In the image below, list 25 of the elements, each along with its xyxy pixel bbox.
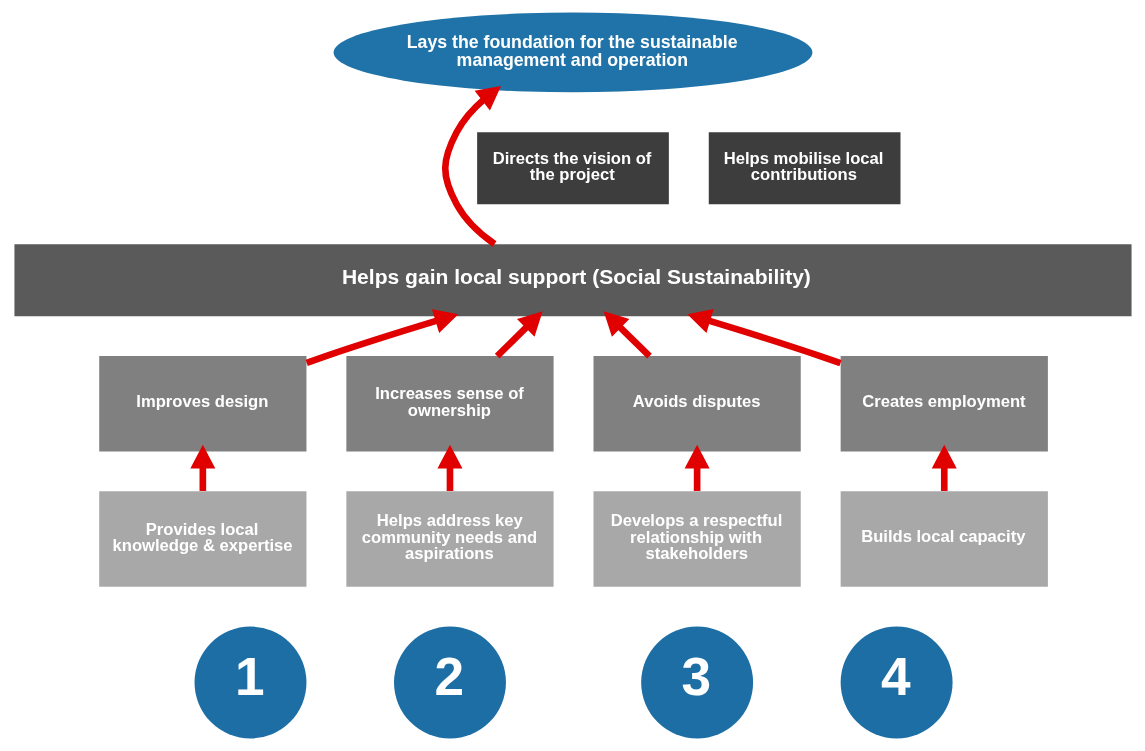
arrow (684, 444, 710, 491)
node-box: Avoids disputes (593, 356, 801, 452)
node-circle: 3 (640, 626, 753, 739)
arrow (603, 311, 652, 359)
arrow (441, 86, 501, 247)
node-circle: 2 (393, 626, 506, 739)
arrow (189, 444, 215, 491)
node-box: Creates employment (840, 356, 1048, 452)
node-ellipse: Lays the foundation for the sustainable management and operation (333, 12, 812, 93)
node-box: Increases sense of ownership (345, 356, 554, 452)
node-box: Develops a respectful relationship with stakeholders (593, 491, 801, 587)
node-box: Improves design (98, 356, 306, 452)
arrow (437, 444, 462, 491)
arrow (686, 309, 842, 367)
node-box: Directs the vision of the project (476, 132, 669, 205)
arrow (931, 444, 957, 491)
node-box: Provides local knowledge & expertise (98, 491, 306, 587)
node-circle: 1 (194, 626, 306, 739)
node-box: Helps address key community needs and aspirations (345, 491, 554, 587)
node-box: Helps mobilise local contributions (708, 132, 900, 205)
node-box: Helps gain local support (Social Sustainability) (13, 244, 1132, 317)
node-box: Builds local capacity (840, 491, 1048, 587)
arrow (494, 311, 543, 359)
arrow (305, 309, 458, 366)
node-circle: 4 (840, 626, 953, 739)
